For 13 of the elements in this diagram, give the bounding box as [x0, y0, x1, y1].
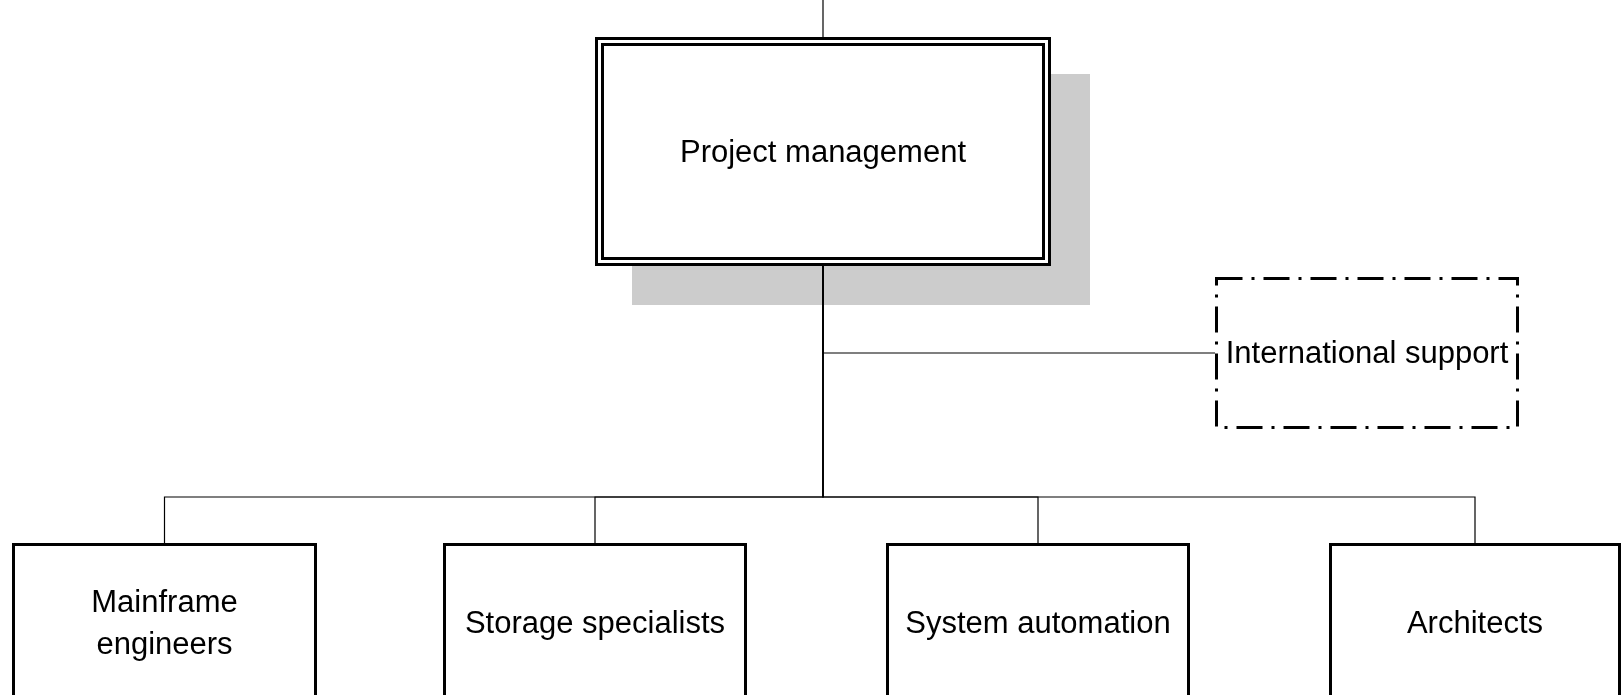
process-box	[1215, 277, 1519, 429]
box-label: Storage specialists	[463, 604, 727, 643]
connector-line	[822, 0, 824, 38]
process-box	[886, 543, 1190, 695]
box-label: Mainframe engineers	[90, 583, 239, 663]
box-label: System automation	[904, 604, 1172, 643]
box-label: Project management	[678, 132, 967, 171]
process-box	[595, 37, 1051, 266]
box-label: International support	[1224, 334, 1510, 373]
process-box	[12, 543, 317, 695]
process-box	[443, 543, 747, 695]
process-box	[1329, 543, 1621, 695]
box-label: Architects	[1405, 604, 1545, 643]
